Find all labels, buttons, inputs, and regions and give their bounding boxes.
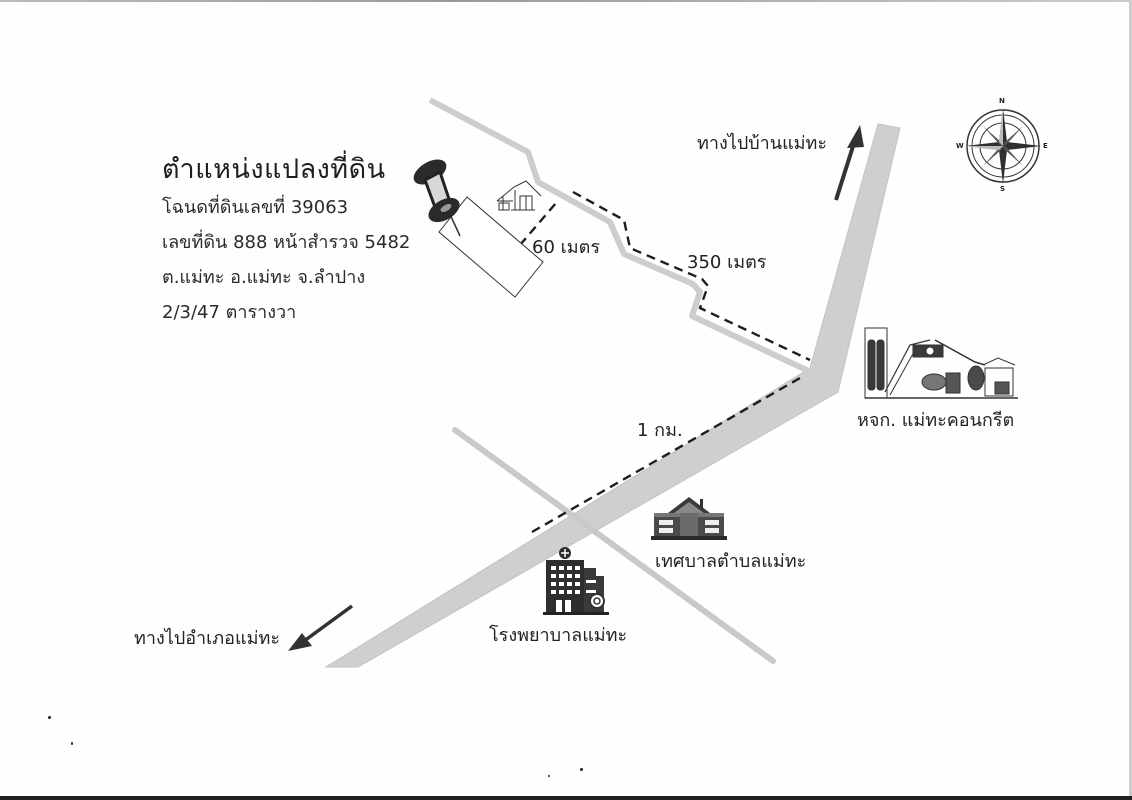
scan-speck — [548, 775, 550, 777]
compass-n-label: N — [999, 97, 1005, 105]
distance-350m-label: 350 เมตร — [687, 252, 767, 273]
municipality-icon — [651, 497, 727, 540]
hospital-label: โรงพยาบาลแม่ทะ — [489, 625, 628, 646]
direction-north-label: ทางไปบ้านแม่ทะ — [697, 133, 828, 154]
plot-info-box: ตำแหน่งแปลงที่ดิน โฉนดที่ดินเลขที่ 39063… — [162, 150, 410, 330]
cross-road — [452, 427, 776, 664]
compass-w-label: W — [956, 142, 964, 150]
area: 2/3/47 ตารางวา — [162, 302, 297, 323]
concrete-plant-label: หจก. แม่ทะคอนกรีต — [857, 410, 1015, 431]
compass-e-label: E — [1043, 142, 1048, 150]
scan-speck — [71, 742, 73, 745]
house-icon — [496, 180, 542, 211]
land-number: เลขที่ดิน 888 หน้าสำรวจ 5482 — [162, 232, 411, 253]
scan-border-right — [1129, 0, 1132, 800]
push-pin-icon — [413, 159, 461, 237]
route-dashes — [519, 190, 811, 534]
arrow-southwest-icon — [288, 604, 354, 651]
municipality-label: เทศบาลตำบลแม่ทะ — [655, 551, 807, 572]
hospital-icon — [543, 547, 609, 615]
deed-number: โฉนดที่ดินเลขที่ 39063 — [162, 197, 349, 218]
arrow-north-icon — [834, 125, 864, 201]
scan-speck — [48, 716, 51, 719]
address: ต.แม่ทะ อ.แม่ทะ จ.ลำปาง — [162, 267, 366, 288]
main-road — [324, 123, 901, 668]
compass-rose-icon — [965, 108, 1041, 184]
scan-speck — [580, 768, 583, 771]
distance-1km-label: 1 กม. — [637, 420, 683, 441]
concrete-plant-icon — [864, 327, 1018, 399]
scan-border-bottom — [0, 796, 1132, 800]
scan-border-top — [0, 0, 1132, 2]
direction-southwest-label: ทางไปอำเภอแม่ทะ — [134, 628, 280, 649]
plot-title: ตำแหน่งแปลงที่ดิน — [162, 154, 386, 185]
side-road — [428, 97, 817, 377]
compass-s-label: S — [1000, 185, 1006, 193]
distance-60m-label: 60 เมตร — [532, 237, 601, 258]
